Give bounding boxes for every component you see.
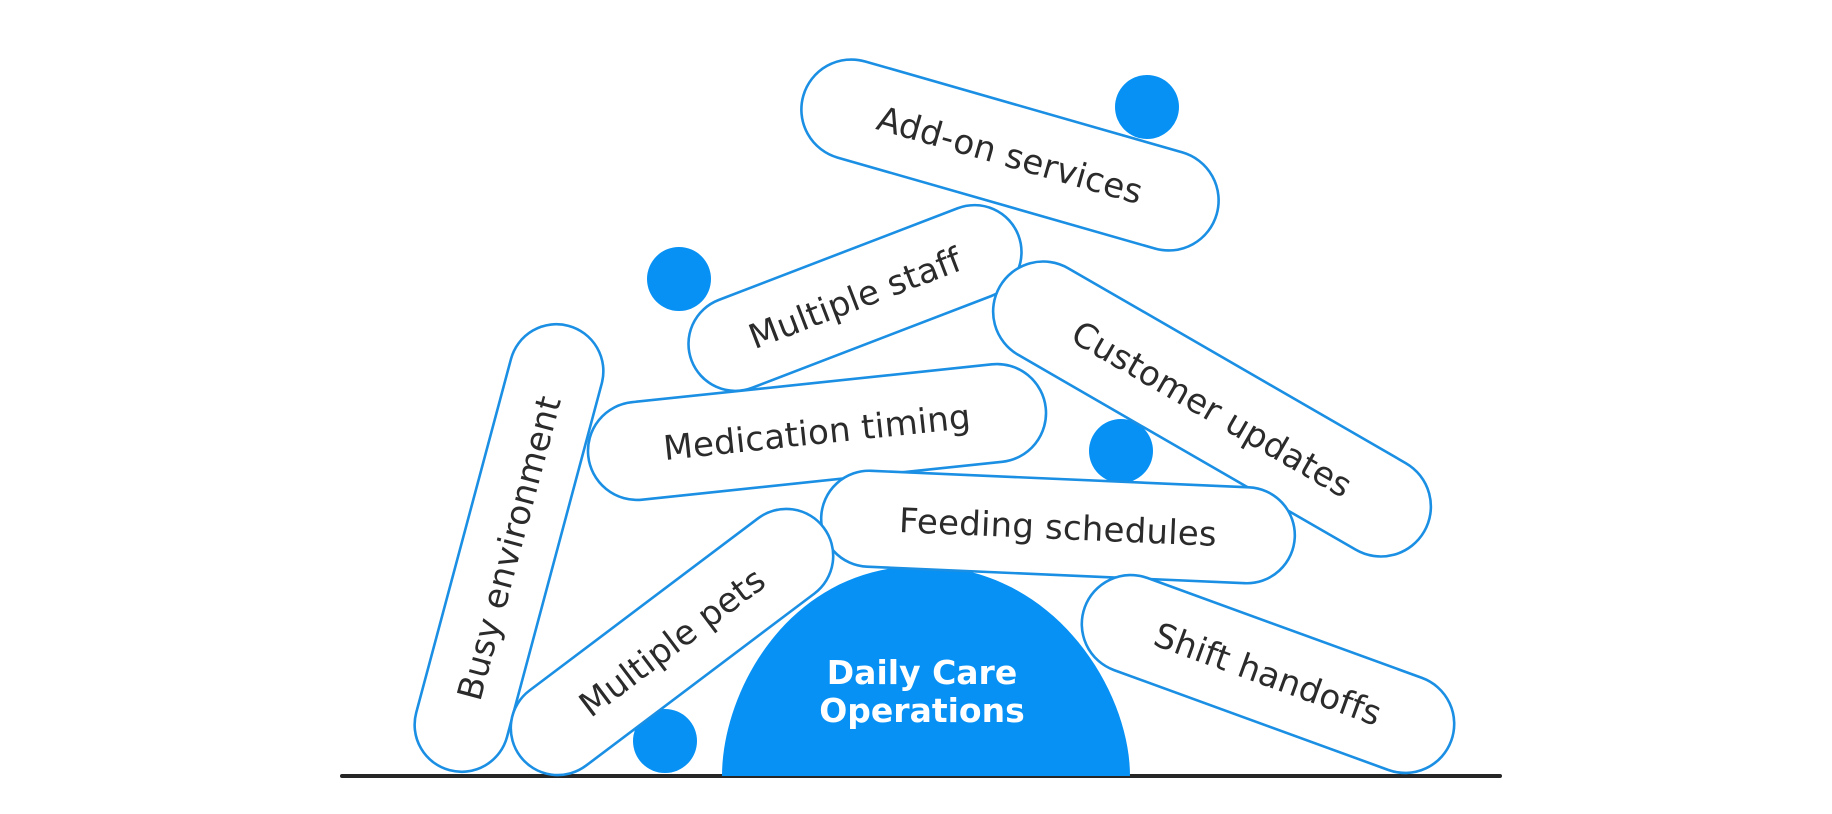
dot-left: [647, 247, 711, 311]
pill-shift-handoffs-shape: [1080, 573, 1456, 775]
dot-bottom: [633, 709, 697, 773]
dome-label-line1: Daily Care: [827, 653, 1017, 692]
pill-medication-timing-shape: [586, 362, 1048, 502]
dot-top-right: [1115, 75, 1179, 139]
daily-care-operations-dome: Daily Care Operations: [722, 566, 1130, 776]
pill-customer-updates-shape: [991, 260, 1433, 558]
dot-middle: [1089, 419, 1153, 483]
pill-feeding-schedules: Feeding schedules: [819, 469, 1297, 585]
pill-feeding-schedules-shape: [819, 469, 1297, 585]
pill-medication-timing: Medication timing: [586, 362, 1048, 502]
pill-busy-environment-shape: [413, 322, 605, 774]
dome-shape: [722, 566, 1130, 776]
pill-multiple-staff: Multiple staff: [687, 203, 1023, 393]
dome-label-line2: Operations: [819, 691, 1025, 730]
pill-multiple-pets-shape: [509, 507, 835, 777]
pill-add-on-services-shape: [800, 58, 1220, 252]
pill-multiple-staff-shape: [687, 203, 1023, 393]
